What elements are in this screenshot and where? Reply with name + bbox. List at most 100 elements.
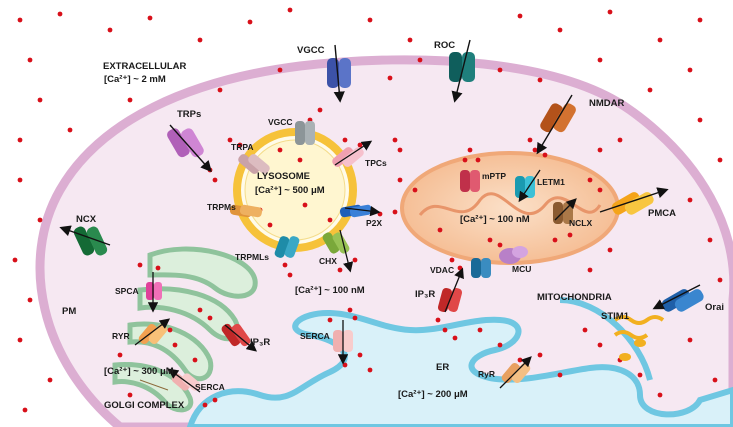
channel-vdac[interactable] bbox=[471, 258, 491, 278]
channel-trpms[interactable] bbox=[229, 204, 263, 218]
calcium-ion bbox=[717, 157, 723, 163]
label-extracellular-conc: [Ca²⁺] ~ 2 mM bbox=[104, 74, 166, 85]
calcium-ion bbox=[282, 262, 288, 268]
channel-ip3r-er[interactable] bbox=[437, 267, 464, 313]
calcium-ion bbox=[497, 67, 503, 73]
calcium-ion bbox=[687, 337, 693, 343]
calcium-ion bbox=[557, 27, 563, 33]
calcium-ion bbox=[297, 157, 303, 163]
stim1-protein bbox=[613, 315, 665, 361]
label-ip3r-golgi: IP₃R bbox=[250, 337, 271, 348]
calcium-ion bbox=[462, 157, 468, 163]
channel-pmca[interactable] bbox=[599, 187, 669, 217]
label-trps: TRPs bbox=[177, 109, 202, 120]
calcium-ion bbox=[397, 177, 403, 183]
calcium-ion bbox=[337, 267, 343, 273]
label-golgi: GOLGI COMPLEX bbox=[104, 400, 185, 411]
label-pmca: PMCA bbox=[648, 208, 676, 219]
calcium-ion bbox=[137, 262, 143, 268]
lysosome bbox=[233, 128, 357, 252]
calcium-ion bbox=[707, 237, 713, 243]
channel-trps[interactable] bbox=[165, 124, 212, 173]
label-vdac: VDAC bbox=[430, 265, 455, 275]
calcium-ion bbox=[57, 11, 63, 17]
calcium-ion bbox=[712, 377, 718, 383]
channel-mptp[interactable] bbox=[460, 170, 480, 192]
calcium-ion bbox=[127, 97, 133, 103]
channel-tpcs[interactable] bbox=[331, 140, 373, 169]
channel-ryr-golgi[interactable] bbox=[134, 318, 171, 346]
calcium-ion bbox=[647, 87, 653, 93]
calcium-ion bbox=[497, 242, 503, 248]
channel-p2x[interactable] bbox=[339, 204, 381, 218]
channel-letm1[interactable] bbox=[515, 169, 541, 203]
label-chx: CHX bbox=[319, 256, 337, 266]
label-pm: PM bbox=[62, 306, 77, 317]
label-trpmls: TRPMLs bbox=[235, 252, 269, 262]
channel-ryr-er[interactable] bbox=[499, 356, 532, 389]
mitochondrion bbox=[400, 151, 620, 265]
calcium-ion bbox=[17, 177, 23, 183]
calcium-ion bbox=[227, 137, 233, 143]
er-structure bbox=[186, 309, 733, 427]
channel-nclx[interactable] bbox=[553, 198, 577, 224]
channel-trpmls[interactable] bbox=[274, 235, 301, 259]
label-mptp: mPTP bbox=[482, 171, 507, 181]
calcium-ion bbox=[342, 137, 348, 143]
calcium-ion bbox=[17, 17, 23, 23]
calcium-ion bbox=[17, 337, 23, 343]
calcium-ion bbox=[442, 327, 448, 333]
label-mito-conc: [Ca²⁺] ~ 100 nM bbox=[460, 214, 530, 225]
calcium-ion bbox=[537, 352, 543, 358]
calcium-ion bbox=[475, 157, 481, 163]
calcium-ion bbox=[557, 372, 563, 378]
calcium-ion bbox=[287, 272, 293, 278]
calcium-ion bbox=[387, 75, 393, 81]
calcium-ion bbox=[207, 315, 213, 321]
channel-serca-er[interactable] bbox=[333, 320, 353, 365]
channel-vgcc-pm[interactable] bbox=[327, 44, 351, 103]
calcium-ion bbox=[457, 265, 463, 271]
channel-ncx[interactable] bbox=[59, 225, 111, 257]
label-mcu: MCU bbox=[512, 264, 532, 274]
calcium-ion bbox=[417, 57, 423, 63]
calcium-ion bbox=[637, 372, 643, 378]
channel-chx[interactable] bbox=[321, 229, 354, 273]
calcium-ion bbox=[277, 147, 283, 153]
channel-vgcc-lyso[interactable] bbox=[295, 121, 315, 145]
er-lumen-line bbox=[559, 297, 653, 381]
calcium-ion bbox=[247, 19, 253, 25]
calcium-ion bbox=[67, 127, 73, 133]
channel-serca-golgi[interactable] bbox=[167, 368, 202, 393]
label-roc: ROC bbox=[434, 40, 456, 51]
calcium-ion bbox=[27, 297, 33, 303]
calcium-ion bbox=[449, 257, 455, 263]
calcium-ion bbox=[407, 37, 413, 43]
channel-ip3r-golgi[interactable] bbox=[220, 322, 257, 352]
channel-nmdar[interactable] bbox=[536, 94, 578, 155]
calcium-ion bbox=[22, 407, 28, 413]
channel-spca[interactable] bbox=[146, 272, 162, 313]
calcium-ion bbox=[37, 97, 43, 103]
calcium-ion bbox=[117, 352, 123, 358]
channel-mcu[interactable] bbox=[499, 246, 528, 264]
calcium-ion bbox=[107, 27, 113, 33]
channel-trpa[interactable] bbox=[237, 152, 272, 175]
label-trpms: TRPMs bbox=[207, 202, 236, 212]
calcium-ion bbox=[697, 17, 703, 23]
calcium-ion bbox=[587, 267, 593, 273]
label-nmdar: NMDAR bbox=[589, 98, 625, 109]
calcium-ion bbox=[392, 137, 398, 143]
calcium-ion bbox=[597, 57, 603, 63]
calcium-ion bbox=[412, 187, 418, 193]
calcium-ion bbox=[527, 137, 533, 143]
label-ip3r-er: IP₃R bbox=[415, 289, 436, 300]
label-vgcc-pm: VGCC bbox=[297, 45, 325, 56]
calcium-ion bbox=[397, 147, 403, 153]
calcium-ion bbox=[437, 227, 443, 233]
label-golgi-conc: [Ca²⁺] ~ 300 μM bbox=[104, 366, 174, 377]
calcium-ion bbox=[352, 315, 358, 321]
channel-orai[interactable] bbox=[652, 284, 705, 314]
channel-roc[interactable] bbox=[449, 39, 475, 103]
calcium-ion bbox=[435, 317, 441, 323]
